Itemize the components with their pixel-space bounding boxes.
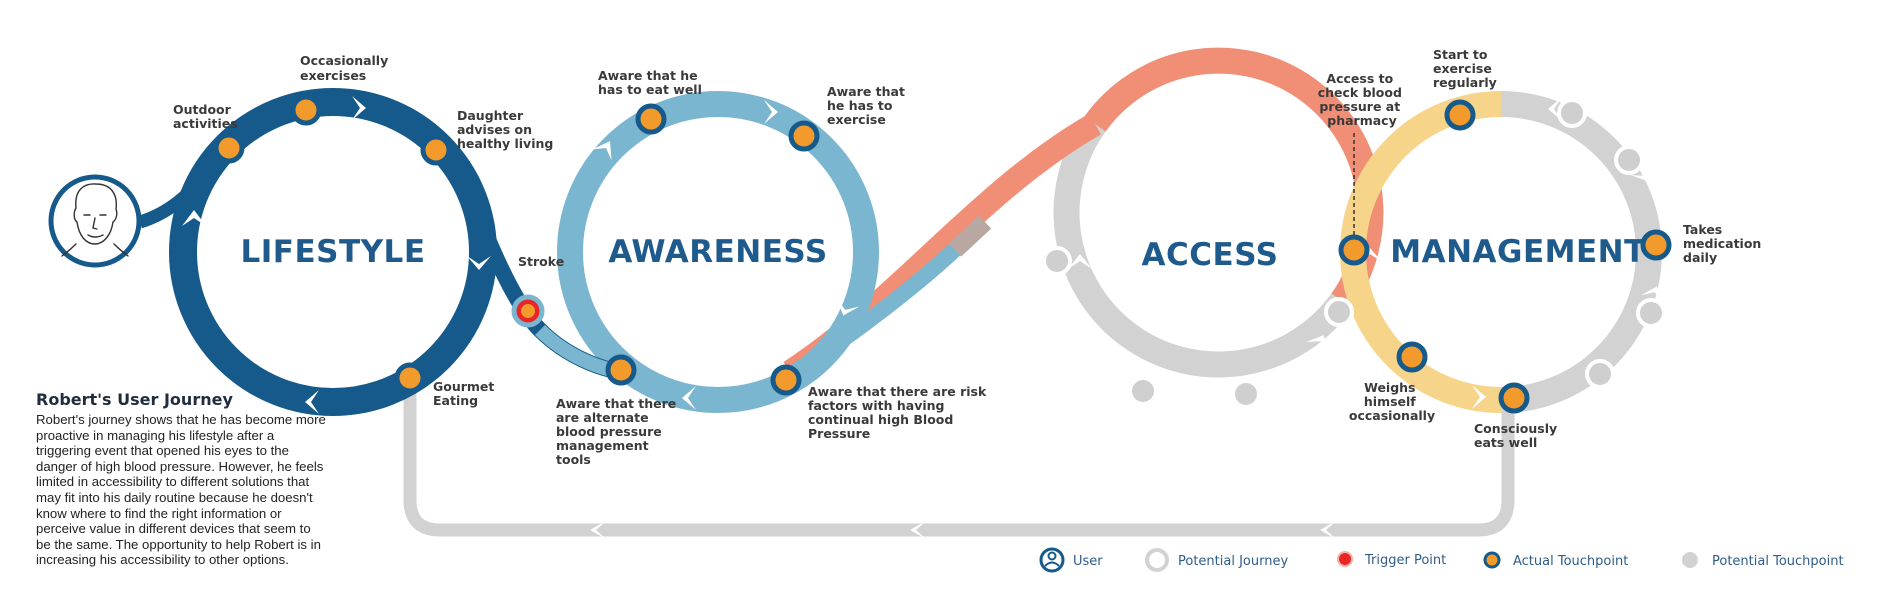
- potential-touchpoint-icon: [1042, 246, 1072, 276]
- summary-body: Robert's journey shows that he has becom…: [36, 412, 326, 568]
- legend-user: User: [1039, 547, 1103, 573]
- potential-touchpoint-icon: [1128, 376, 1158, 406]
- potential-return-track: [403, 372, 1515, 537]
- label-exercises: Occasionally exercises: [300, 53, 393, 83]
- touchpoint-start-exercise-icon: [1444, 99, 1476, 131]
- touchpoint-alternate-icon: [605, 354, 637, 386]
- potential-touchpoint-icon: [1636, 298, 1666, 328]
- label-stroke: Stroke: [518, 254, 564, 269]
- potential-touchpoint-icon: [1231, 379, 1261, 409]
- user-journey-summary: Robert's User Journey Robert's journey s…: [36, 390, 326, 568]
- touchpoint-risk-icon: [770, 364, 802, 396]
- touchpoint-pharmacy-icon: [1338, 234, 1370, 266]
- actual-touchpoints: [213, 94, 1672, 414]
- legend-actual-touchpoint-icon: [1483, 551, 1501, 569]
- legend-potential-journey: Potential Journey: [1145, 548, 1288, 572]
- potential-touchpoint-icon: [1614, 145, 1644, 175]
- label-eat-well: Aware that he has to eat well: [598, 68, 702, 97]
- touchpoint-exercise-icon: [788, 120, 820, 152]
- lifestyle-ring: [169, 88, 497, 416]
- label-weighs: Weighs himself occasionally: [1349, 380, 1435, 423]
- potential-touchpoint-icon: [1557, 98, 1587, 128]
- legend-trigger-point: Trigger Point: [1337, 551, 1446, 568]
- potential-touchpoint-icon: [1324, 297, 1354, 327]
- legend-trigger-point-icon: [1337, 551, 1353, 567]
- access-ring: [1084, 47, 1384, 309]
- legend-actual-touchpoint: Actual Touchpoint: [1483, 551, 1628, 569]
- touchpoint-weighs-icon: [1396, 341, 1428, 373]
- touchpoint-gourmet-icon: [394, 362, 426, 394]
- label-daughter: Daughter advises on healthy living: [457, 108, 553, 151]
- touchpoint-eat-well-icon: [635, 103, 667, 135]
- ring-chevrons: [182, 96, 1664, 414]
- phase-title-management: MANAGEMENT: [1390, 234, 1646, 270]
- legend-potential-touchpoint: Potential Touchpoint: [1682, 552, 1844, 569]
- return-track-chevrons: [590, 521, 1336, 539]
- touchpoint-medication-icon: [1640, 229, 1672, 261]
- legend-potential-touchpoint-icon: [1682, 552, 1698, 568]
- label-medication: Takes medication daily: [1683, 222, 1766, 265]
- label-pharmacy: Access to check blood pressure at pharma…: [1318, 71, 1407, 128]
- legend-potential-journey-icon: [1145, 548, 1169, 572]
- label-gourmet: Gourmet Eating: [433, 379, 499, 408]
- label-alternate: Aware that there are alternate blood pre…: [556, 396, 681, 467]
- legend-actual-touchpoint-label: Actual Touchpoint: [1513, 554, 1628, 569]
- potential-touchpoints: [1042, 98, 1666, 409]
- legend-user-label: User: [1073, 554, 1103, 569]
- connector-blend: [948, 215, 992, 257]
- phase-title-access: ACCESS: [1142, 237, 1279, 273]
- touchpoint-exercises-icon: [290, 94, 322, 126]
- label-exercise: Aware that he has to exercise: [827, 84, 909, 127]
- potential-touchpoint-icon: [1585, 359, 1615, 389]
- phase-title-awareness: AWARENESS: [608, 234, 827, 270]
- user-avatar: [48, 174, 142, 268]
- touchpoint-eats-well-icon: [1498, 382, 1530, 414]
- touchpoint-daughter-icon: [420, 134, 452, 166]
- trigger-point-core: [521, 304, 535, 318]
- label-eats-well: Consciously eats well: [1474, 421, 1562, 450]
- phase-title-lifestyle: LIFESTYLE: [241, 234, 426, 270]
- user-face-icon: [61, 183, 129, 257]
- touchpoint-outdoor-icon: [213, 132, 245, 164]
- legend-potential-journey-label: Potential Journey: [1178, 554, 1288, 569]
- label-start-exercise: Start to exercise regularly: [1433, 47, 1497, 90]
- legend: User Potential Journey Trigger Point Act…: [1039, 547, 1844, 573]
- summary-title: Robert's User Journey: [36, 390, 233, 409]
- awareness-ring: [557, 91, 879, 413]
- legend-trigger-point-label: Trigger Point: [1364, 553, 1446, 568]
- legend-potential-touchpoint-label: Potential Touchpoint: [1712, 554, 1844, 569]
- access-ring-potential: [1053, 116, 1353, 378]
- label-risk: Aware that there are risk factors with h…: [808, 384, 991, 441]
- label-outdoor: Outdoor activities: [173, 102, 238, 131]
